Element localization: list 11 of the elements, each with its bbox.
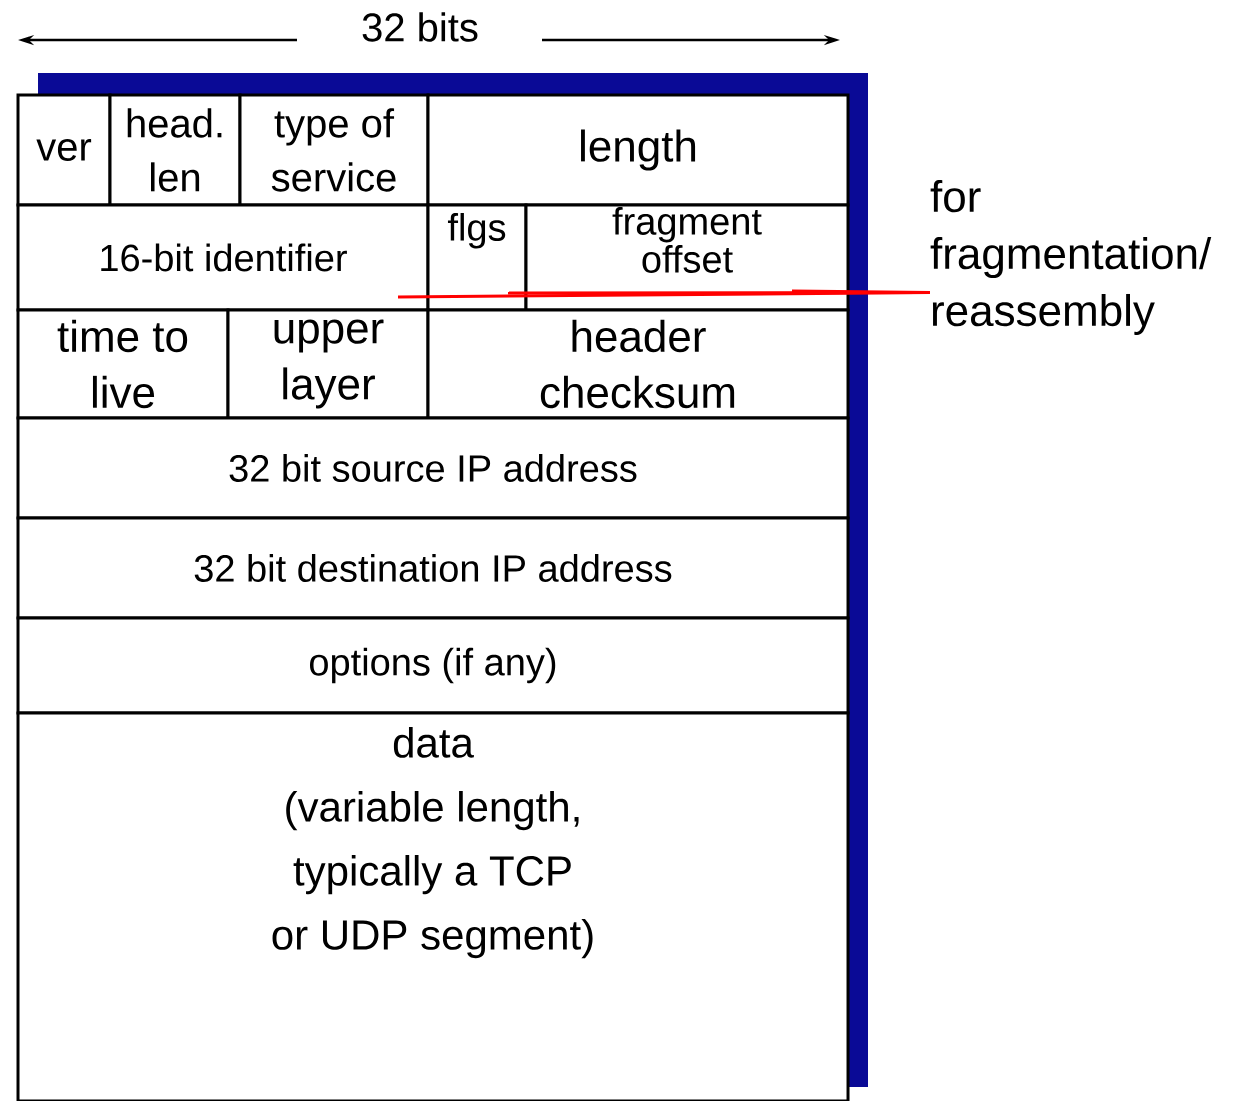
header-field-cell: head. len <box>108 93 242 207</box>
callout-text: for fragmentation/ reassembly <box>930 180 1212 335</box>
header-field-cell: 32 bit destination IP address <box>16 516 850 620</box>
leader-line <box>792 289 930 294</box>
header-field-cell: time to live <box>16 308 230 420</box>
header-field-cell: type of service <box>238 93 430 207</box>
header-field-cell: flgs <box>426 203 528 312</box>
header-field-cell: ver <box>16 93 112 207</box>
header-field-cell: upper layer <box>226 308 430 420</box>
header-field-cell: options (if any) <box>16 616 850 715</box>
dimension-label: 32 bits <box>362 12 478 42</box>
